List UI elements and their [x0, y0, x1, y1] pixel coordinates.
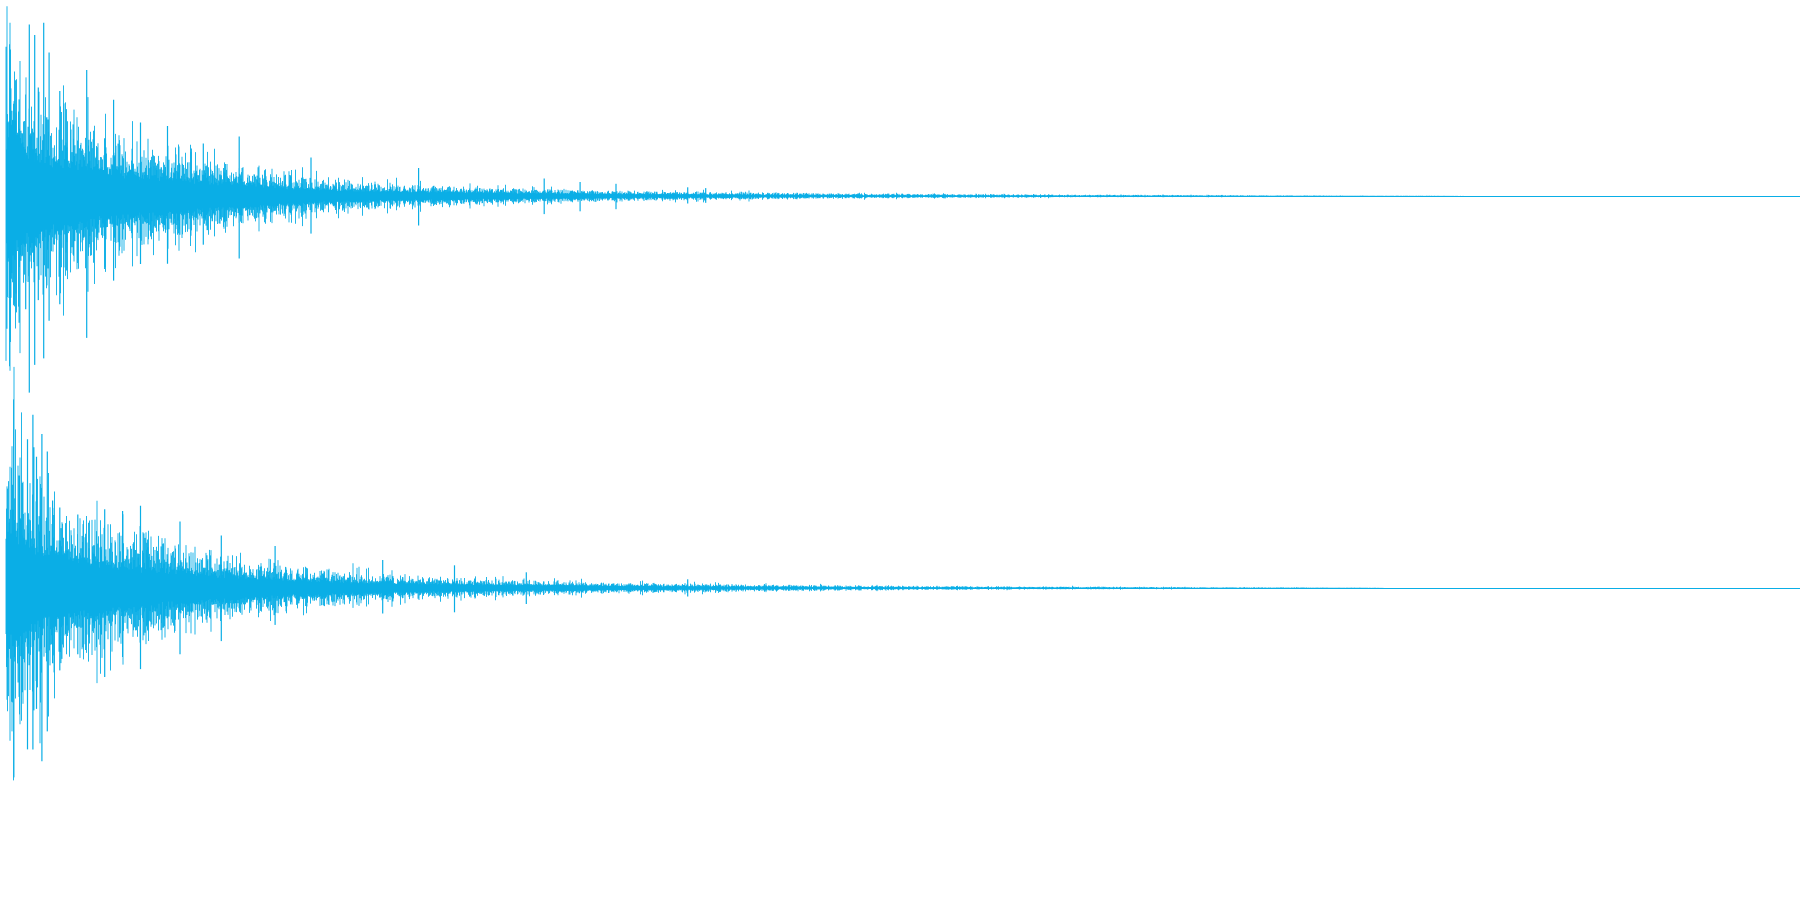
channel-1-waveform: [5, 6, 1800, 393]
channel-1-signal: [5, 6, 1464, 371]
channel-2-signal: [5, 366, 1384, 781]
channel-2-waveform: [5, 366, 1800, 781]
